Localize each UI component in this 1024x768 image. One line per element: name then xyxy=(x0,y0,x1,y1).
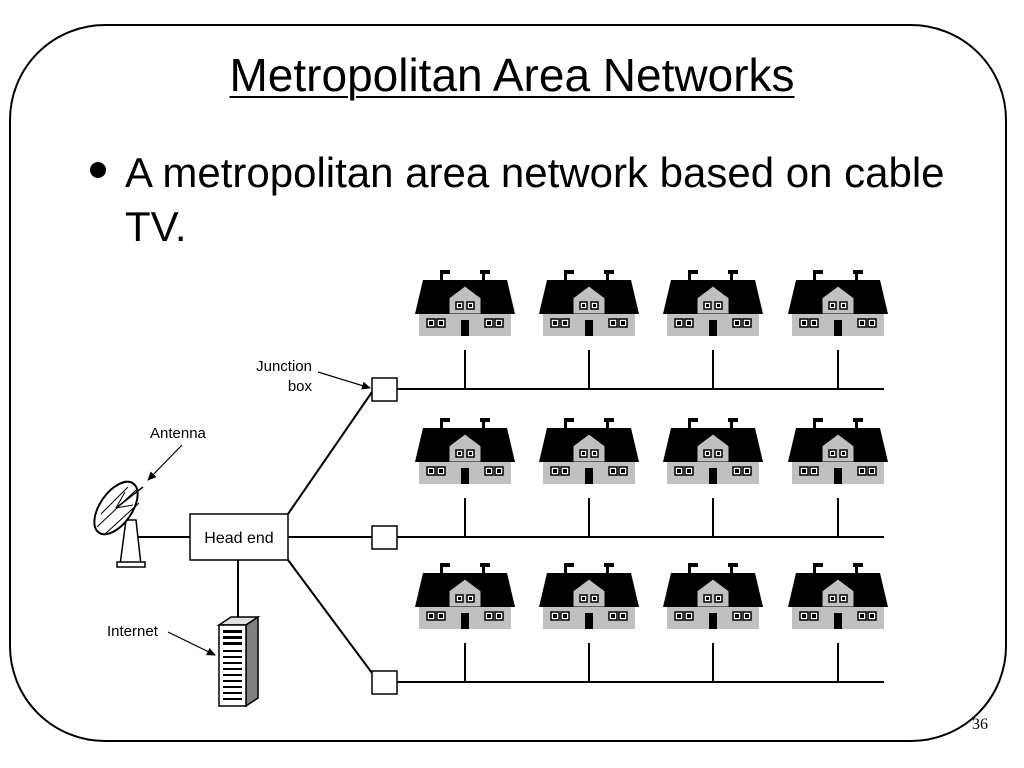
slide-number: 36 xyxy=(972,716,988,733)
house-icon xyxy=(414,269,516,337)
internet-label: Internet xyxy=(107,623,159,640)
house-icon xyxy=(538,269,640,337)
head-end-box xyxy=(189,513,289,561)
house-icon xyxy=(787,562,889,630)
slide-frame xyxy=(9,24,1007,742)
internet-arrow xyxy=(167,631,216,656)
junction-box-bottom xyxy=(371,670,398,695)
house-icon xyxy=(787,269,889,337)
bullet-text: A metropolitan area network based on cab… xyxy=(125,149,945,250)
satellite-dish-icon xyxy=(93,480,146,568)
houses xyxy=(414,269,889,630)
head-end-label: Head end xyxy=(204,530,273,547)
junction-box-label-line2: box xyxy=(288,378,313,395)
house-icon xyxy=(414,417,516,485)
house-icon xyxy=(787,417,889,485)
house-icon xyxy=(538,417,640,485)
bullet-point xyxy=(90,162,106,178)
house-icon xyxy=(662,417,764,485)
junction-box-middle xyxy=(371,525,398,550)
junction-box-top xyxy=(371,377,398,402)
junction-box-arrow xyxy=(317,371,371,390)
house-icon xyxy=(662,562,764,630)
slide-title: Metropolitan Area Networks xyxy=(229,49,795,101)
antenna-arrow xyxy=(147,444,183,481)
house-icon xyxy=(662,269,764,337)
antenna-label: Antenna xyxy=(150,425,207,442)
house-icon xyxy=(414,562,516,630)
junction-box-label-line1: Junction xyxy=(256,358,312,375)
server-tower-icon xyxy=(216,615,261,708)
house-icon xyxy=(538,562,640,630)
cable-lines xyxy=(134,350,884,683)
